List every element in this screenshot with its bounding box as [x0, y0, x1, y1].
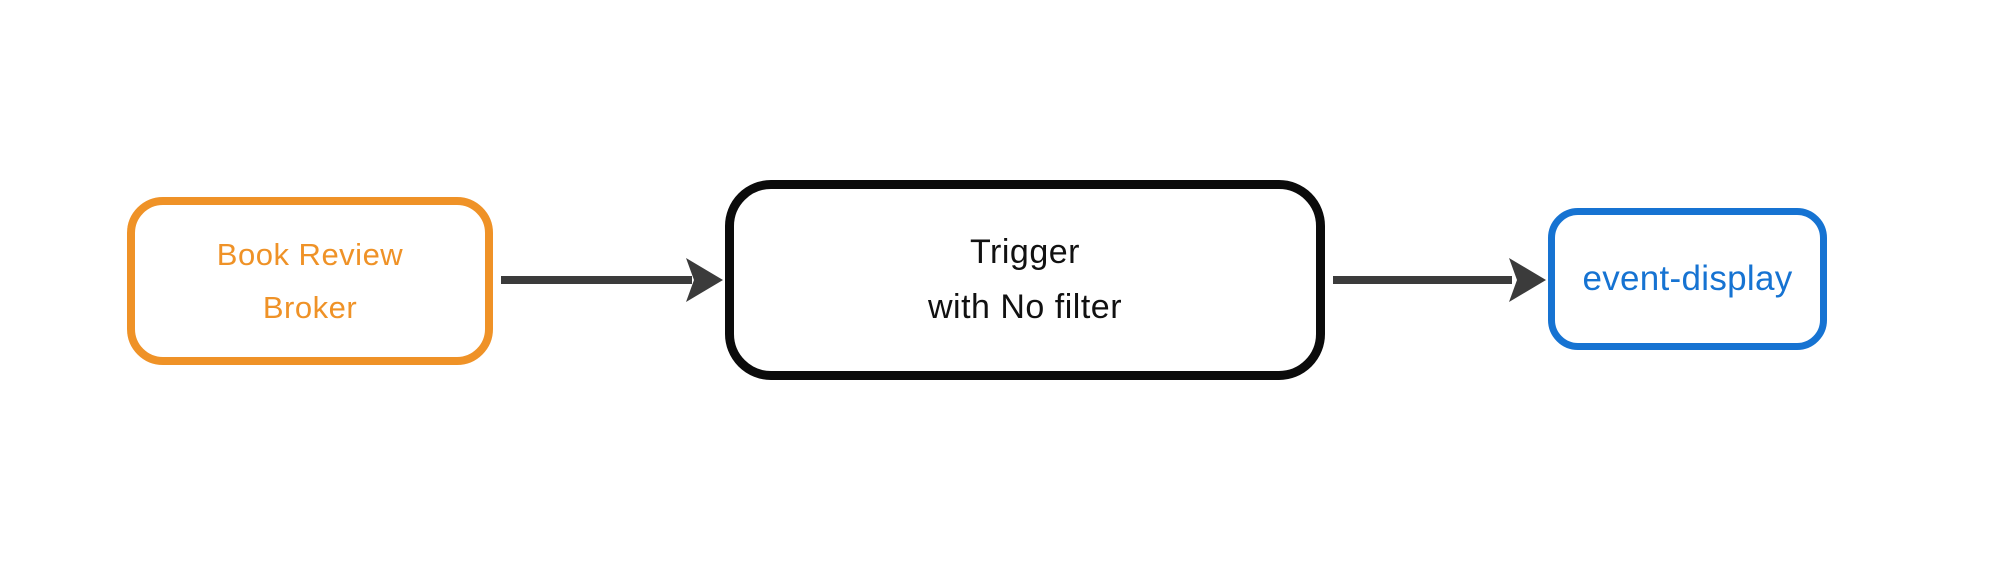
- arrowhead-icon: [686, 258, 723, 302]
- node-label-line: with No filter: [927, 288, 1123, 326]
- edge-broker-to-trigger: [501, 258, 723, 302]
- arrowhead-icon: [1509, 258, 1546, 302]
- node-label-line: event-display: [1582, 259, 1793, 298]
- edge-trigger-to-event-display: [1333, 258, 1546, 302]
- node-book-review-broker: Book Review Broker: [127, 197, 493, 365]
- node-label-line: Trigger: [970, 233, 1080, 271]
- node-label-line: Book Review: [216, 237, 404, 272]
- node-label-line: Broker: [262, 290, 358, 325]
- node-event-display: event-display: [1548, 208, 1827, 350]
- node-trigger: Trigger with No filter: [725, 180, 1325, 380]
